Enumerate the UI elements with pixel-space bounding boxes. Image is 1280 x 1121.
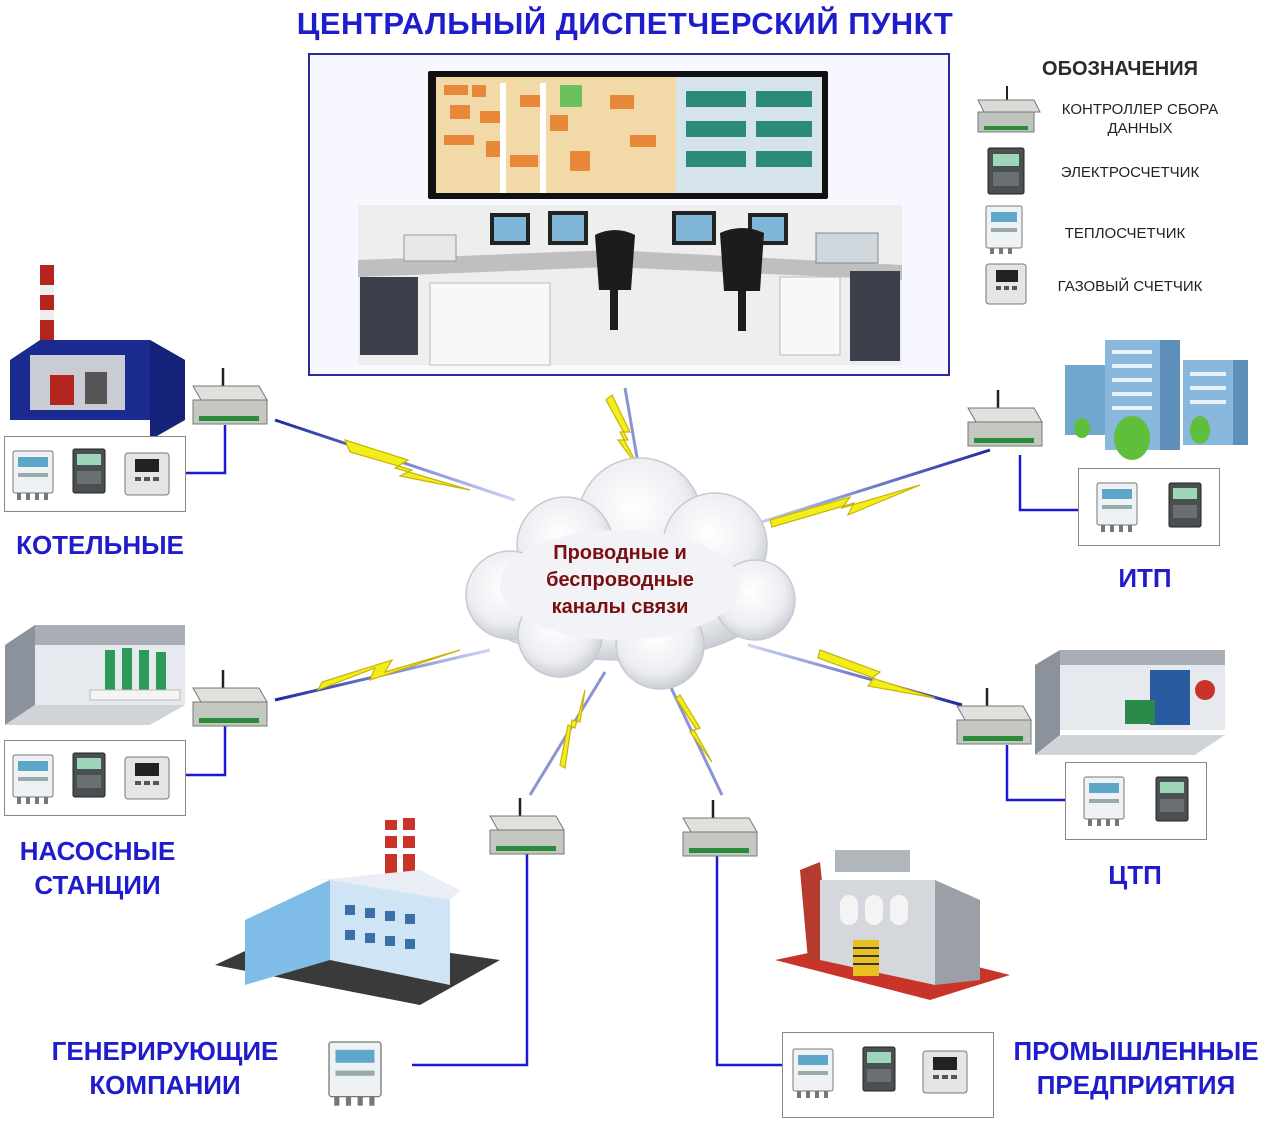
itp-meters-icons (1096, 482, 1202, 533)
ctp-heat-meter-icon (1083, 776, 1125, 827)
wires (185, 425, 1078, 1067)
cloud-caption-line2: беспроводные (546, 569, 694, 591)
pump-heat-meter-icon (12, 754, 54, 805)
wire-itp (1018, 455, 1078, 512)
pump-gas-meter-icon (124, 756, 170, 800)
label-boiler: КОТЕЛЬНЫЕ (16, 530, 184, 560)
legend-title: ОБОЗНАЧЕНИЯ (1042, 58, 1198, 80)
page-title: ЦЕНТРАЛЬНЫЙ ДИСПЕТЧЕРСКИЙ ПУНКТ (296, 6, 954, 41)
wire-ind (715, 848, 782, 1067)
wire-boiler (185, 425, 227, 475)
itp-electric-meter-icon (1168, 482, 1202, 528)
legend-label-controller: КОНТРОЛЛЕР СБОРА ДАННЫХ (1061, 101, 1219, 137)
bolt-center-icon (605, 394, 641, 471)
label-ctp: ЦТП (1108, 860, 1162, 890)
industrial-meters-box (782, 1032, 994, 1118)
boiler-gas-meter-icon (124, 452, 170, 496)
label-ind-line2: ПРЕДПРИЯТИЯ (1036, 1070, 1236, 1100)
label-pump-line1: НАСОСНЫЕ (19, 836, 176, 866)
boiler-meters-icons (12, 448, 170, 501)
label-gen-line2: КОМПАНИИ (89, 1070, 241, 1100)
ctp-meters-box (1065, 762, 1207, 840)
label-pump-stations: НАСОСНЫЕ СТАНЦИИ (0, 834, 195, 902)
bolt-itp-icon (769, 484, 921, 528)
bolt-ind-icon (675, 694, 713, 763)
legend-label-heat-meter: ТЕПЛОСЧЕТЧИК (1064, 225, 1186, 242)
boiler-meters-box (4, 436, 186, 512)
bolt-gen-icon (559, 689, 586, 769)
label-gen-line1: ГЕНЕРИРУЮЩИЕ (51, 1036, 279, 1066)
legend-label-gas-meter: ГАЗОВЫЙ СЧЕТЧИК (1057, 278, 1203, 295)
wire-gen (412, 845, 529, 1067)
ctp-meters-icons (1083, 776, 1189, 827)
industrial-electric-meter-icon (862, 1046, 896, 1092)
pump-electric-meter-icon (72, 752, 106, 798)
label-pump-line2: СТАНЦИИ (34, 870, 161, 900)
industrial-heat-meter-icon (792, 1048, 834, 1099)
pump-meters-box (4, 740, 186, 816)
industrial-gas-meter-icon (922, 1050, 968, 1094)
lightning-bolts (316, 394, 936, 769)
bolt-boiler-icon (343, 439, 471, 491)
boiler-electric-meter-icon (72, 448, 106, 494)
control-room-illustration (358, 71, 902, 366)
label-ind-line1: ПРОМЫШЛЕННЫЕ (1013, 1036, 1259, 1066)
bolt-ctp-icon (817, 649, 936, 699)
ctp-electric-meter-icon (1155, 776, 1189, 822)
cloud-shape (465, 457, 796, 690)
boiler-heat-meter-icon (12, 450, 54, 501)
cloud-caption-line3: каналы связи (551, 596, 689, 618)
cloud-caption-line1: Проводные и (553, 542, 687, 564)
industrial-meters-icons (792, 1046, 968, 1099)
bolt-pump-icon (316, 649, 461, 692)
label-generating: ГЕНЕРИРУЮЩИЕ КОМПАНИИ (30, 1034, 300, 1102)
dispatch-center-picture (308, 53, 950, 376)
legend-label-electric-meter: ЭЛЕКТРОСЧЕТЧИК (1060, 164, 1200, 181)
wire-ctp (1005, 745, 1065, 802)
ray-itp (751, 448, 991, 527)
itp-meters-box (1078, 468, 1220, 546)
wire-pump (185, 708, 227, 777)
itp-heat-meter-icon (1096, 482, 1138, 533)
pump-meters-icons (12, 752, 170, 805)
label-itp: ИТП (1118, 563, 1172, 593)
cloud-caption: Проводные и беспроводные каналы связи (505, 540, 735, 621)
label-industrial: ПРОМЫШЛЕННЫЕ ПРЕДПРИЯТИЯ (995, 1034, 1277, 1102)
